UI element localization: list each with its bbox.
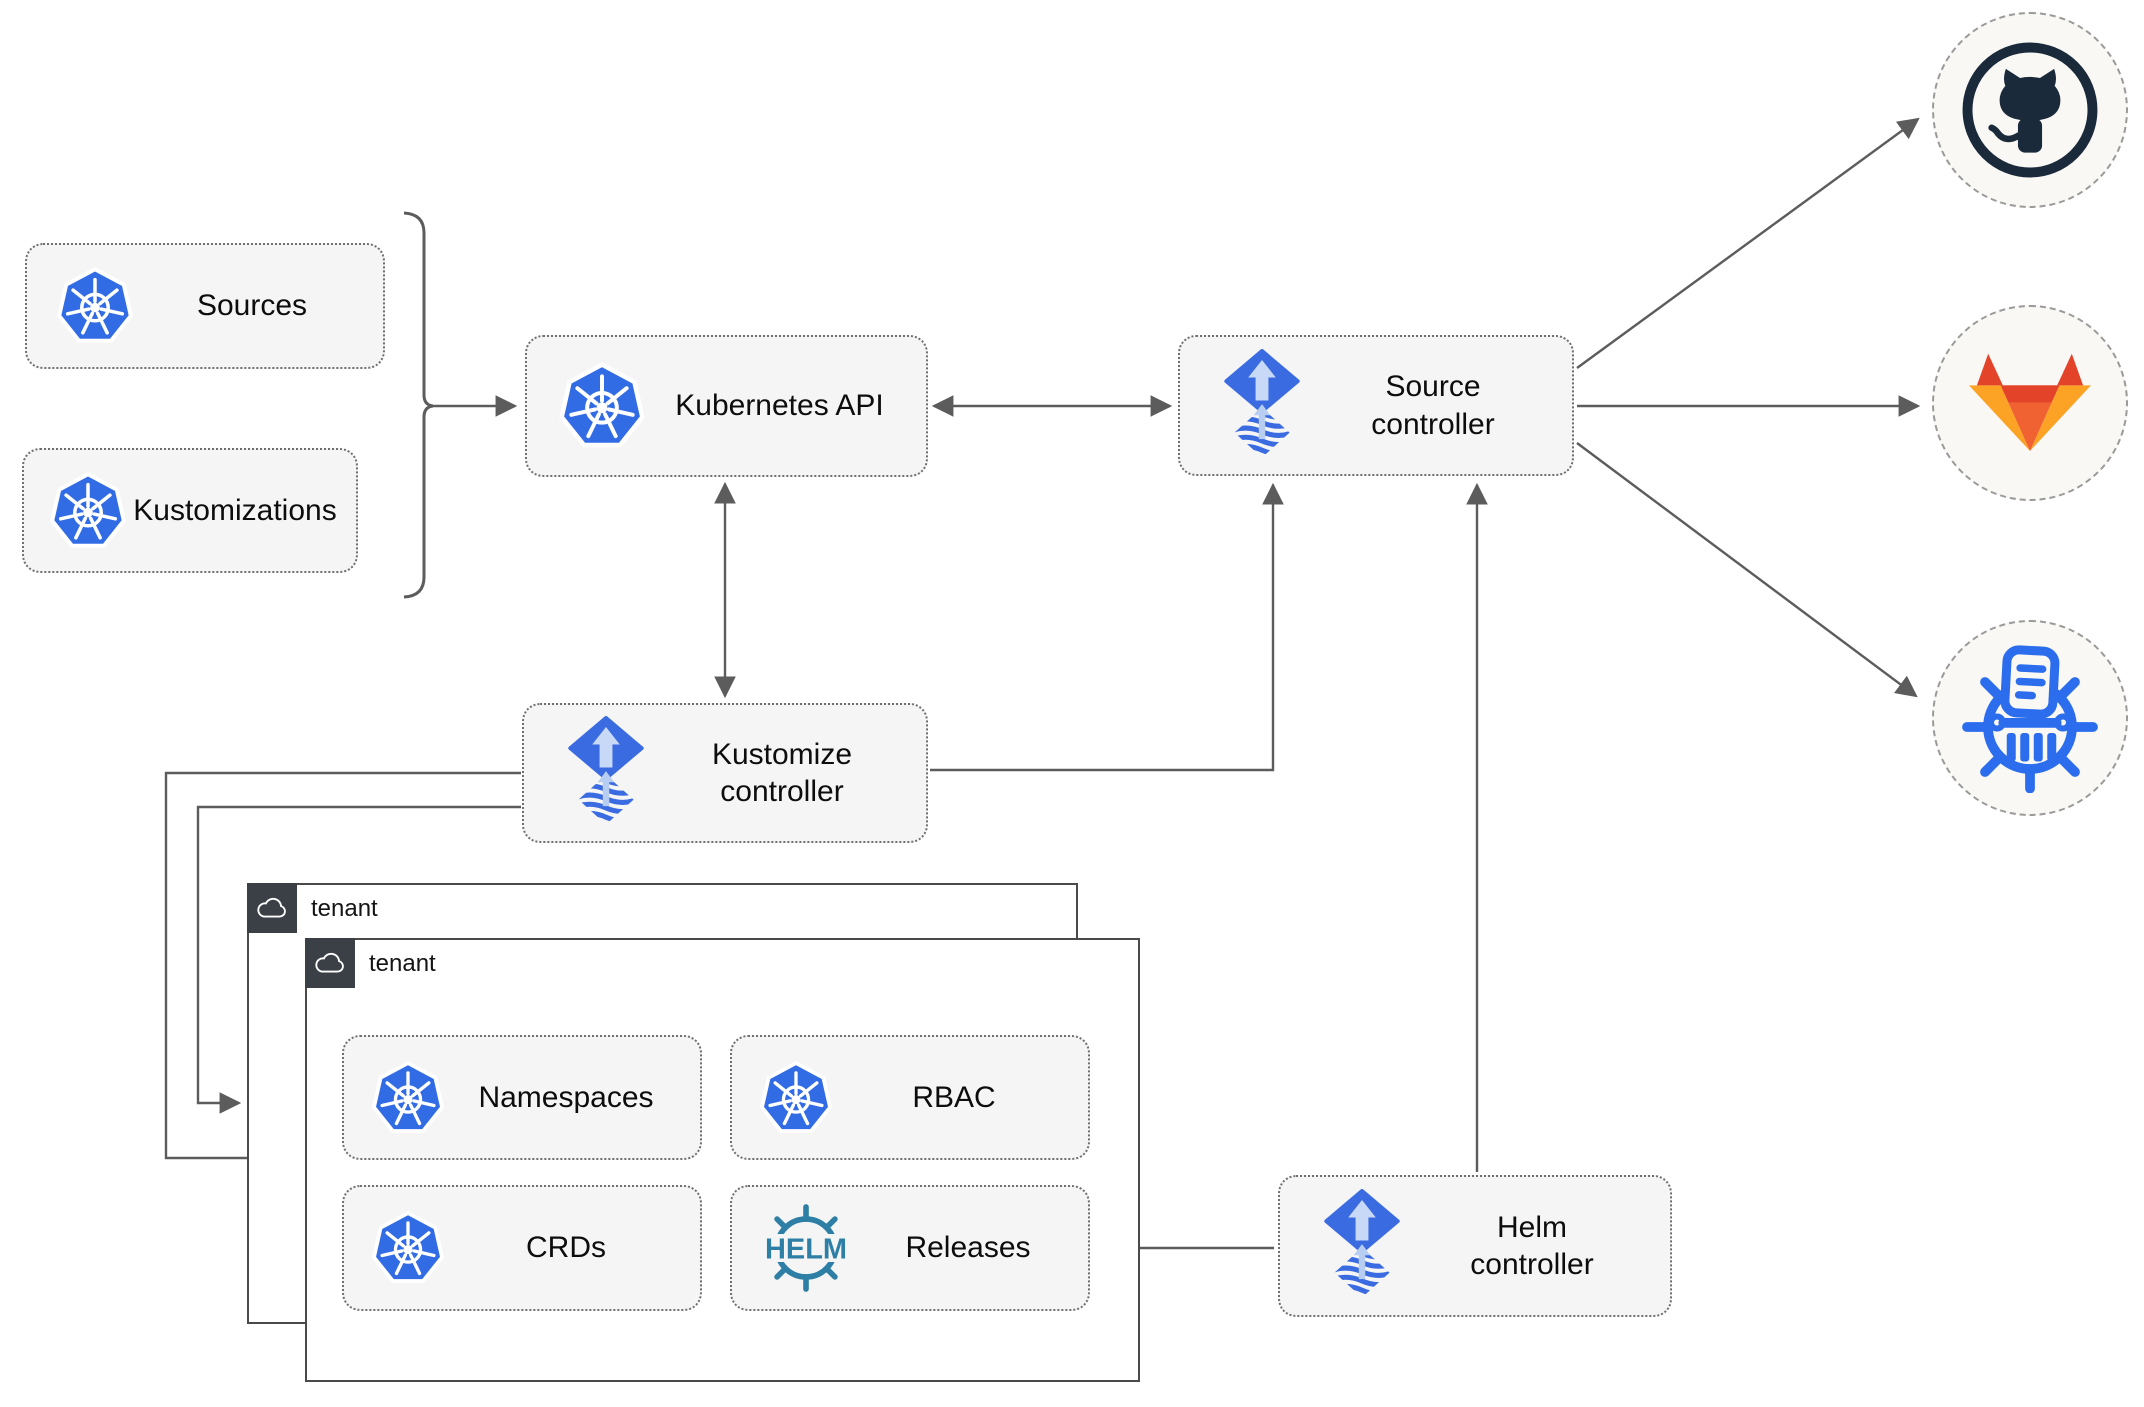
cloud-icon	[313, 951, 347, 976]
arrow-source-to-github	[1576, 117, 1920, 369]
remote-gitlab	[1932, 305, 2128, 501]
node-rbac: RBAC	[730, 1035, 1090, 1160]
node-kubernetes-api-label: Kubernetes API	[675, 389, 884, 423]
tenant-outer-label: tenant	[311, 895, 378, 922]
tenant-box-inner: tenant Namespaces RBAC CRDs	[305, 938, 1140, 1382]
remote-helm-repository	[1932, 620, 2128, 816]
kubernetes-icon	[557, 361, 647, 451]
node-releases-label: Releases	[905, 1231, 1031, 1265]
node-crds-label: CRDs	[526, 1231, 606, 1265]
flux-icon	[1316, 1189, 1408, 1303]
node-source-controller: Source controller	[1178, 335, 1574, 476]
arrow-source-to-helm-repository	[1576, 442, 1918, 698]
node-namespaces-label: Namespaces	[478, 1080, 654, 1114]
tenant-inner-label: tenant	[369, 950, 436, 977]
node-kubernetes-api: Kubernetes API	[525, 335, 928, 477]
helm-logo-text: HELM	[765, 1233, 847, 1265]
cloud-tab	[305, 938, 355, 988]
node-kustomize-controller-label: Kustomize controller	[711, 737, 853, 809]
node-releases: HELM Releases	[730, 1185, 1090, 1311]
node-kustomize-controller: Kustomize controller	[522, 703, 928, 843]
node-helm-controller-label: Helm controller	[1470, 1210, 1594, 1282]
node-rbac-label: RBAC	[912, 1080, 996, 1114]
cloud-icon	[255, 896, 289, 921]
cloud-tab	[247, 883, 297, 933]
github-icon	[1962, 42, 2098, 178]
node-namespaces: Namespaces	[342, 1035, 702, 1160]
node-kustomizations: Kustomizations	[22, 448, 358, 573]
helm-repository-icon	[1962, 645, 2098, 793]
gitlab-icon	[1968, 353, 2092, 451]
remote-github	[1932, 12, 2128, 208]
arrow-kustomize-to-outer-tenant	[196, 805, 521, 1114]
flux-icon	[560, 716, 652, 830]
group-brace	[403, 211, 434, 599]
kubernetes-icon	[370, 1060, 446, 1136]
node-crds: CRDs	[342, 1185, 702, 1311]
kubernetes-icon	[370, 1210, 446, 1286]
node-sources: Sources	[25, 243, 385, 369]
node-source-controller-label: Source controller	[1371, 370, 1495, 441]
flux-icon	[1216, 349, 1308, 463]
node-sources-label: Sources	[196, 289, 308, 323]
arrow-kustomize-to-inner-tenant	[164, 771, 521, 1169]
node-helm-controller: Helm controller	[1278, 1175, 1672, 1317]
node-kustomizations-label: Kustomizations	[133, 493, 337, 527]
kubernetes-icon	[48, 471, 128, 551]
kubernetes-icon	[55, 266, 135, 346]
arrow-kustomize-to-source-controller	[930, 482, 1284, 772]
kubernetes-icon	[758, 1060, 834, 1136]
helm-icon: HELM	[751, 1204, 861, 1292]
